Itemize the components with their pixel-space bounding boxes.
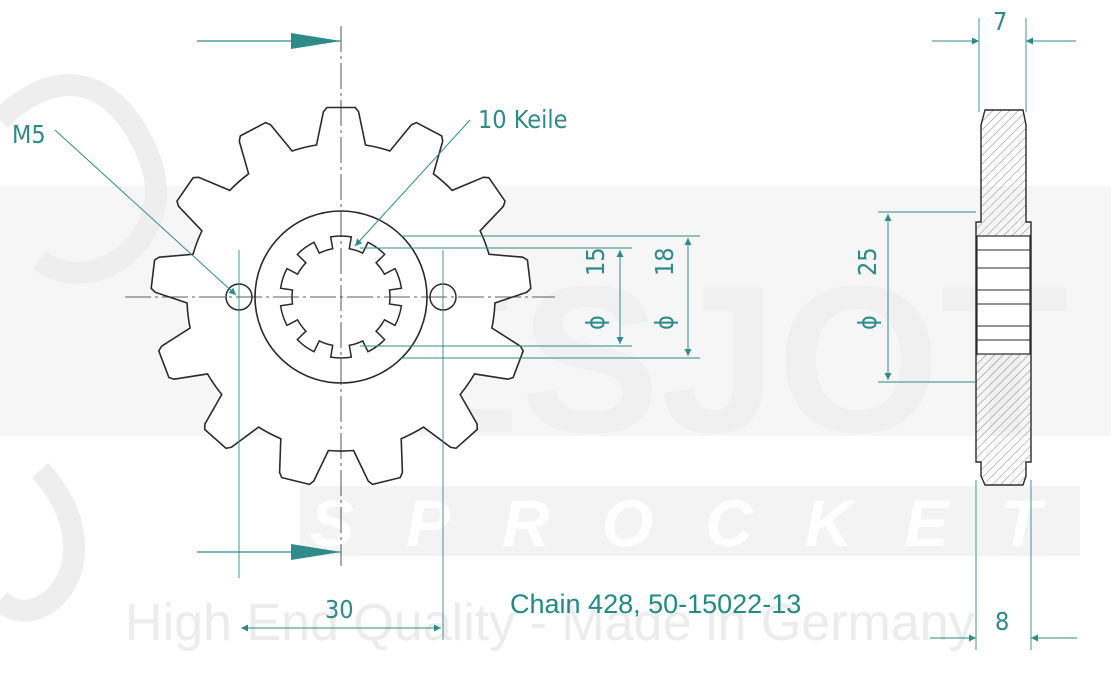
watermark-subtitle: SPROCKETS (310, 486, 1111, 560)
width8-value: 8 (995, 607, 1009, 636)
dia25-value: 25 (853, 247, 882, 276)
bore-dimensions: ϕ 15 ϕ 18 (360, 235, 700, 359)
watermark-tagline: High End Quality - Made in Germany (125, 594, 975, 652)
leader-lines: M5 10 Keile (12, 105, 567, 296)
width7-value: 7 (993, 7, 1007, 36)
side-view: 7 ϕ 25 8 (853, 7, 1077, 650)
part-caption: Chain 428, 50-15022-13 (510, 589, 801, 619)
bolt-spacing-dimension: 30 (241, 595, 441, 632)
bolt-spacing-value: 30 (325, 595, 354, 624)
watermark-swoosh (0, 74, 167, 284)
spline-label: 10 Keile (478, 105, 567, 134)
watermark-band (0, 186, 1111, 436)
dia18-value: 18 (650, 247, 679, 276)
thread-label: M5 (12, 120, 46, 149)
bore-section (976, 235, 1031, 355)
thread-leader (54, 129, 237, 296)
section-arrows (197, 33, 341, 560)
dia25-phi: ϕ (853, 315, 882, 330)
dia15-phi: ϕ (581, 315, 610, 330)
dia15-value: 15 (581, 247, 610, 276)
front-view (125, 26, 555, 640)
watermark-swoosh-lower (0, 462, 86, 622)
dia18-phi: ϕ (650, 315, 679, 330)
spline-leader (354, 119, 471, 247)
section-arrow-top-head (291, 33, 341, 49)
section-arrow-bottom-head (291, 544, 341, 560)
watermark-subtitle-band (300, 486, 1080, 556)
